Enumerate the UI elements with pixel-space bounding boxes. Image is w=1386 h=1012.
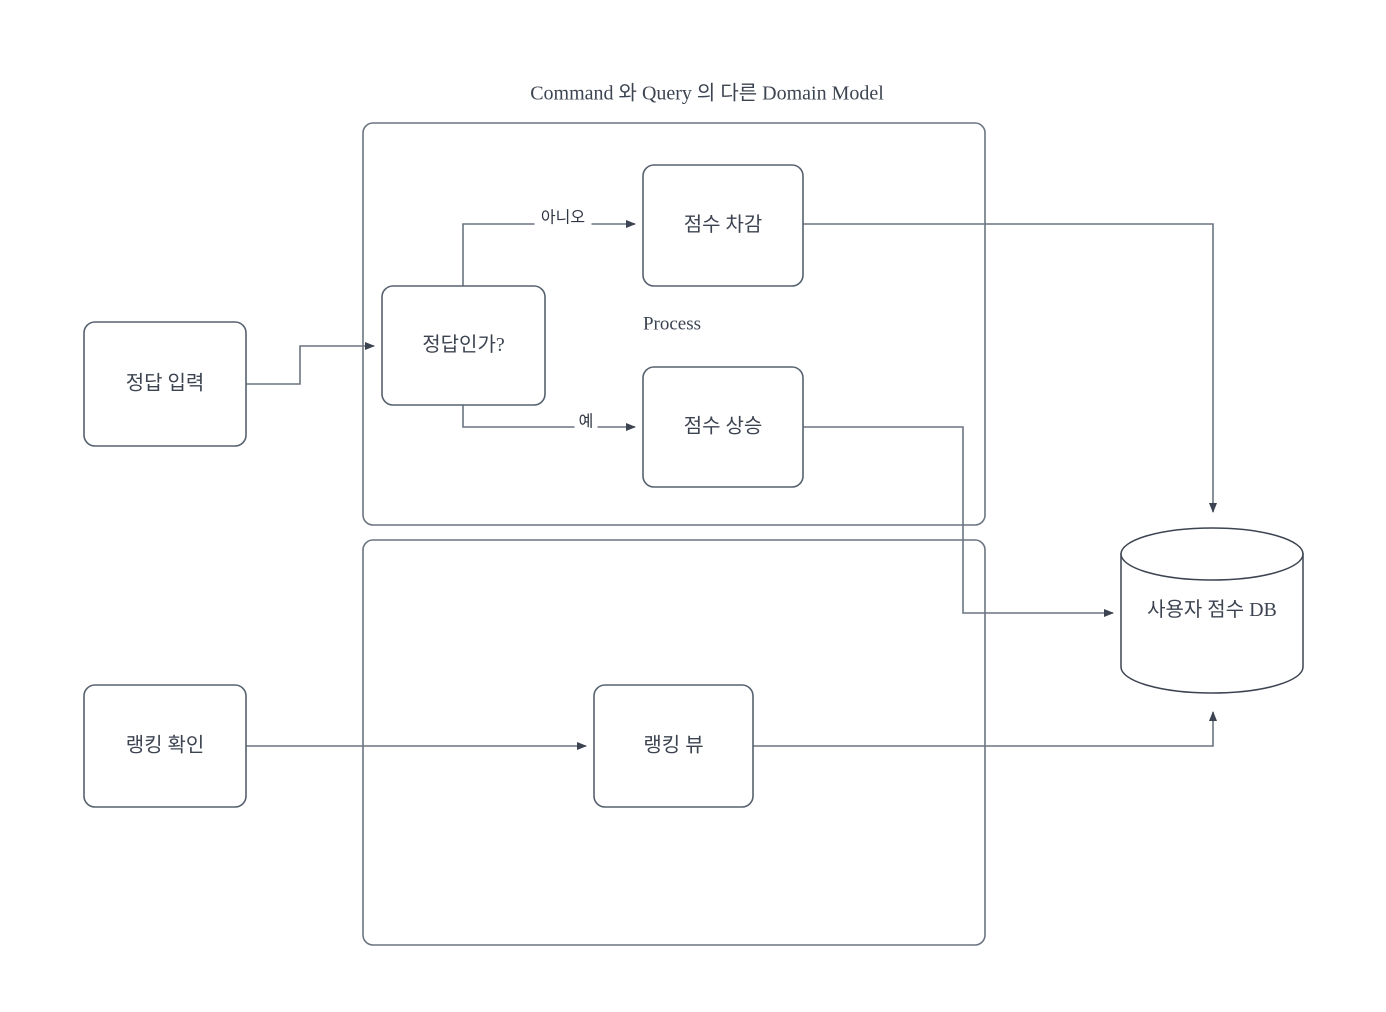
edge-view-to-db xyxy=(753,711,1217,747)
node-box xyxy=(381,285,546,406)
node-answer-input[interactable]: 정답 입력 xyxy=(83,321,247,447)
node-box xyxy=(642,164,804,287)
node-box xyxy=(642,366,804,488)
node-check-ranking[interactable]: 랭킹 확인 xyxy=(83,684,247,808)
node-label-is-correct: 정답인가? xyxy=(422,333,505,356)
cylinder-top xyxy=(1120,527,1304,581)
node-label-score-increase: 점수 상승 xyxy=(684,415,763,438)
node-label-answer-input: 정답 입력 xyxy=(126,372,205,395)
diagram-title: Command 와 Query 의 다른 Domain Model xyxy=(530,82,884,105)
group-label-command-group: Process xyxy=(643,313,701,334)
node-box xyxy=(83,684,247,808)
edge-decision-yes xyxy=(462,405,636,431)
edge-decision-no xyxy=(462,220,636,286)
group-containers xyxy=(362,122,986,946)
node-is-correct[interactable]: 정답인가? xyxy=(381,285,546,406)
query-group xyxy=(362,539,986,946)
node-box xyxy=(593,684,754,808)
node-user-score-db[interactable]: 사용자 점수 DB xyxy=(1120,527,1304,694)
edge-label-edge-decision-no: 아니오 xyxy=(541,209,585,227)
node-label-score-deduct: 점수 차감 xyxy=(684,213,763,236)
command-group xyxy=(362,122,986,526)
edge-label-edge-decision-yes: 예 xyxy=(579,413,594,431)
node-label-user-score-db: 사용자 점수 DB xyxy=(1147,598,1277,621)
node-label-ranking-view: 랭킹 뷰 xyxy=(643,734,703,757)
edge-label-bg xyxy=(534,207,592,229)
node-box xyxy=(83,321,247,447)
node-score-increase[interactable]: 점수 상승 xyxy=(642,366,804,488)
node-label-check-ranking: 랭킹 확인 xyxy=(126,734,205,757)
edge-deduct-to-db xyxy=(803,223,1217,513)
edge-increase-to-db xyxy=(803,426,1114,617)
node-ranking-view[interactable]: 랭킹 뷰 xyxy=(593,684,754,808)
edge-answer-to-decision xyxy=(246,342,375,385)
edge-label-bg xyxy=(574,411,598,433)
group-labels-layer: Process xyxy=(643,313,701,334)
cylinder-body xyxy=(1120,553,1304,694)
node-score-deduct[interactable]: 점수 차감 xyxy=(642,164,804,287)
